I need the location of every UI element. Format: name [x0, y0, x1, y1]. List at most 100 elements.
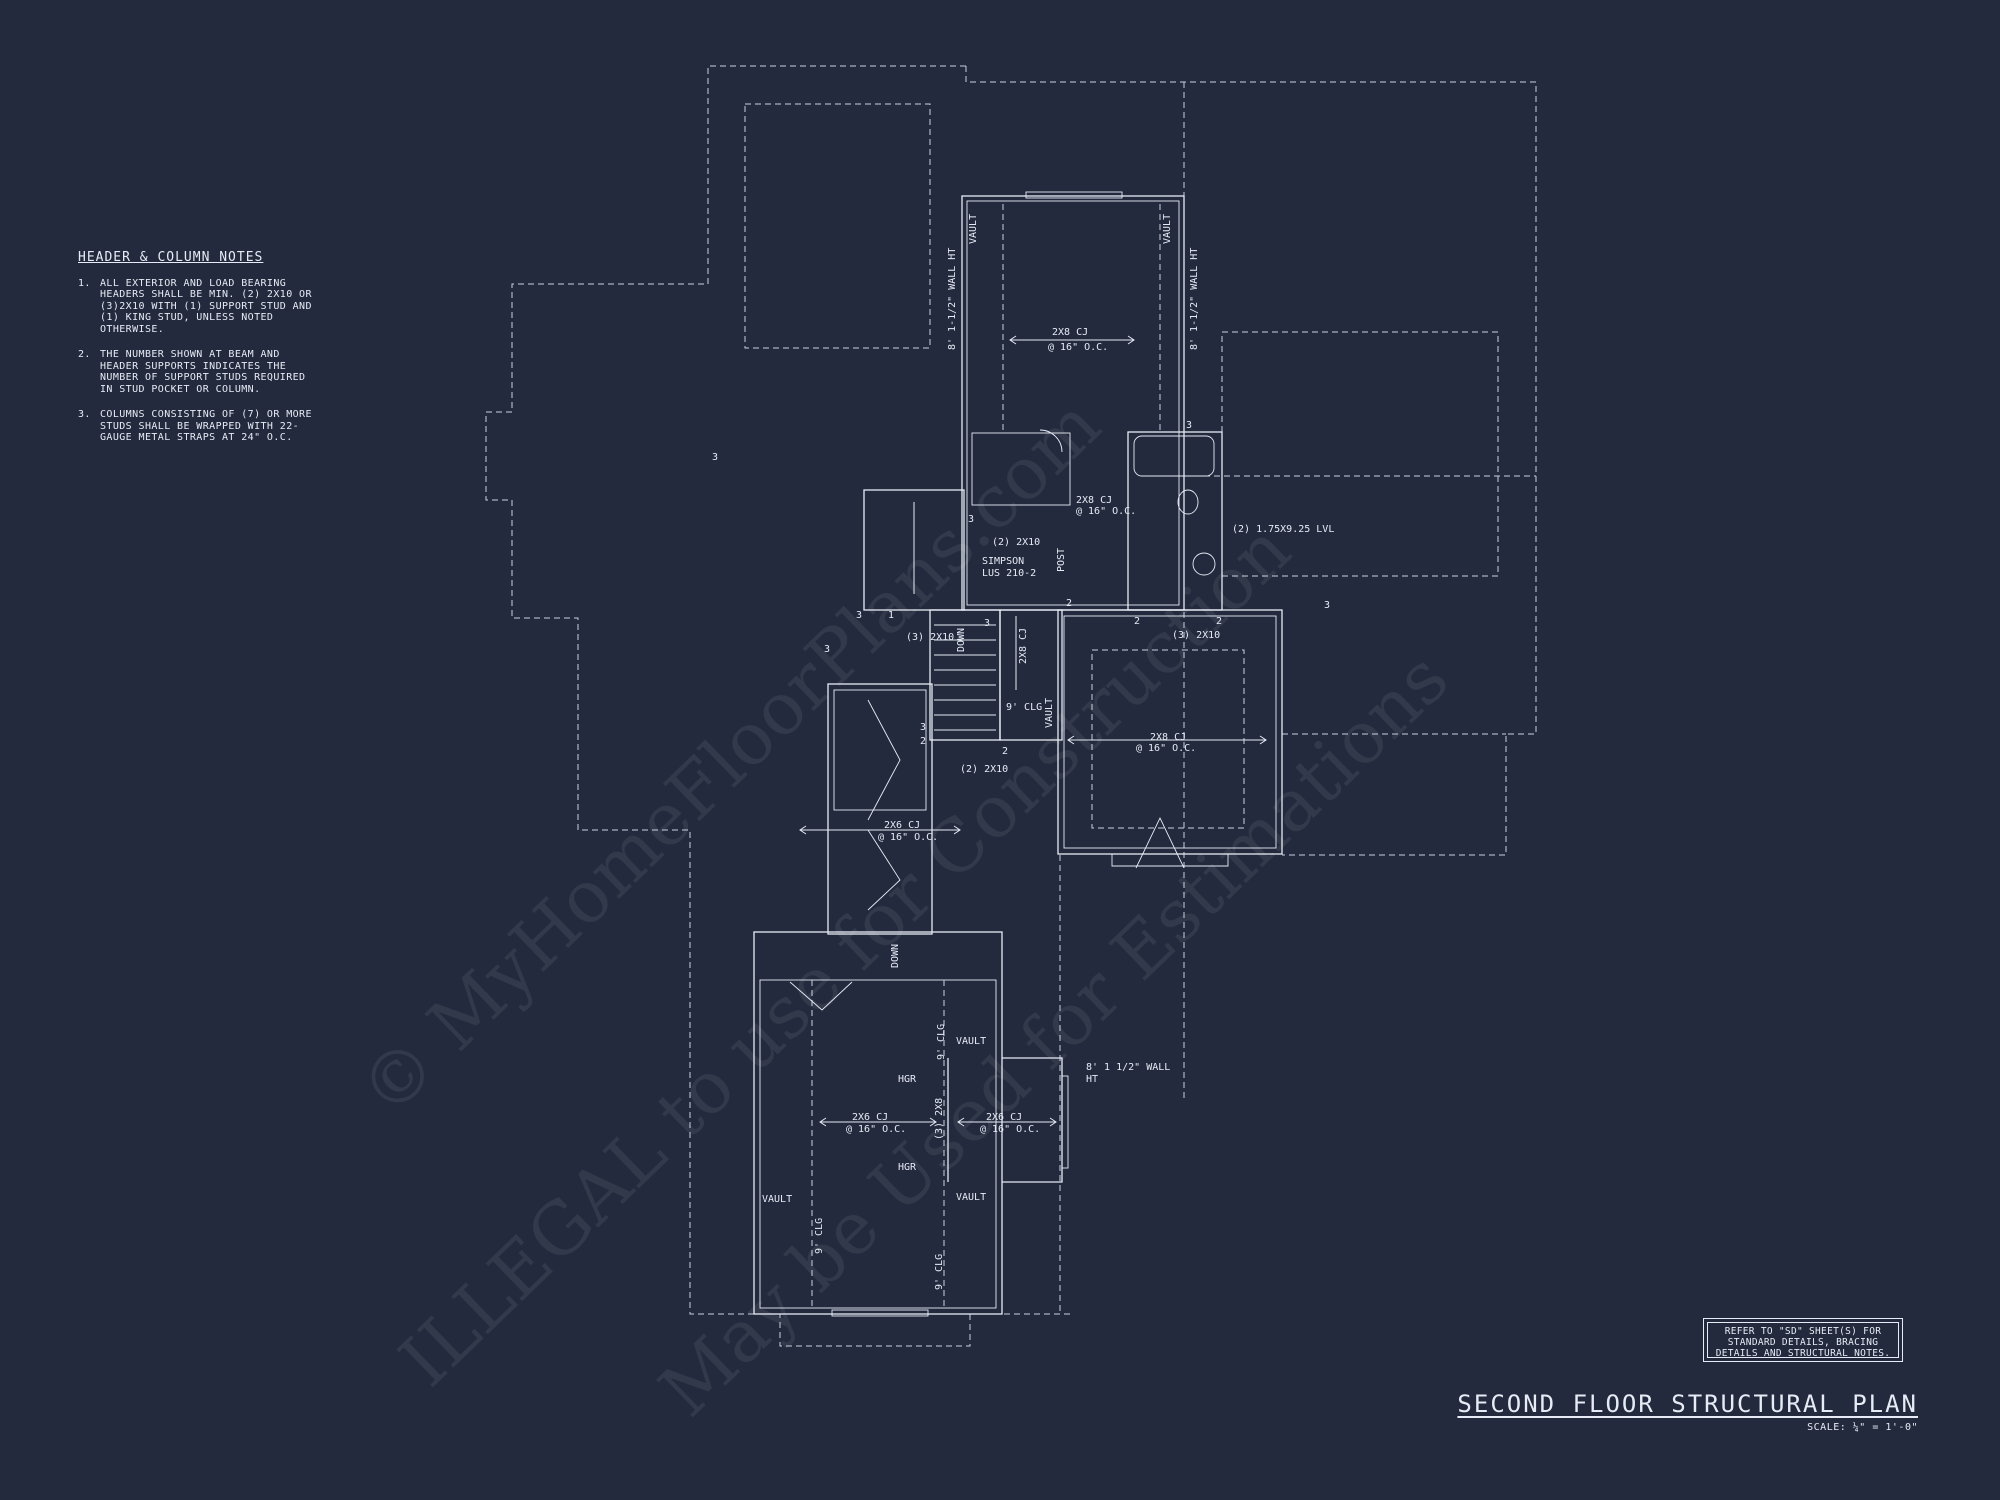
- label-lus: LUS 210-2: [982, 568, 1036, 579]
- note-item: 3. COLUMNS CONSISTING OF (7) OR MORE STU…: [78, 409, 318, 444]
- right-bedroom-ceiling: [1091, 649, 1245, 829]
- room-hallway-long: [827, 683, 933, 935]
- toilet: [1177, 489, 1199, 515]
- window-lower-bottom: [831, 1309, 929, 1317]
- header-column-notes: HEADER & COLUMN NOTES 1. ALL EXTERIOR AN…: [78, 250, 318, 458]
- joist-arrow: [957, 1117, 1057, 1127]
- stud-count: 2: [1216, 616, 1222, 627]
- stud-count: 2: [1066, 598, 1072, 609]
- sheet-title: SECOND FLOOR STRUCTURAL PLAN: [1457, 1390, 1918, 1418]
- label-ceiling: 9' CLG: [934, 1254, 945, 1290]
- stud-count: 3: [984, 618, 990, 629]
- stud-count: 2: [1134, 616, 1140, 627]
- label-spacing: @ 16" O.C.: [1136, 743, 1196, 754]
- room-hallway-inner: [833, 689, 927, 811]
- label-vault: VAULT: [762, 1194, 792, 1205]
- label-simpson: SIMPSON: [982, 556, 1024, 567]
- roof-outline-left: [485, 65, 1070, 1347]
- label-ceiling-joist: 2x6 CJ: [884, 820, 920, 831]
- joist-arrow: [1009, 335, 1135, 345]
- stud-count: 3: [920, 722, 926, 733]
- sink: [1192, 552, 1216, 576]
- stud-count: 3: [712, 452, 718, 463]
- label-beam: (3) 2x8: [934, 1098, 945, 1140]
- room-closet-mid: [999, 609, 1063, 741]
- label-header: (2) 2x10: [992, 537, 1040, 548]
- door-swing: [867, 829, 901, 911]
- label-ceiling-joist: 2x6 CJ: [986, 1112, 1022, 1123]
- label-vault: VAULT: [1044, 698, 1055, 728]
- label-header: (3) 2x10: [906, 632, 954, 643]
- note-number: 3.: [78, 409, 91, 420]
- label-ceiling: 9' CLG: [814, 1218, 825, 1254]
- label-hanger: HGR: [898, 1074, 917, 1085]
- room-right-bedroom: [1057, 609, 1283, 855]
- note-text: ALL EXTERIOR AND LOAD BEARING HEADERS SH…: [100, 277, 312, 335]
- label-ceiling-joist: 2x8 CJ: [1150, 732, 1186, 743]
- door-swing: [789, 981, 853, 1011]
- roof-outline-right: [965, 66, 1537, 856]
- note-text: COLUMNS CONSISTING OF (7) OR MORE STUDS …: [100, 409, 312, 443]
- stud-count: 3: [1324, 600, 1330, 611]
- stud-count: 2: [1002, 746, 1008, 757]
- roof-plane-upper-left: [744, 103, 931, 349]
- label-hanger: HGR: [898, 1162, 917, 1173]
- joist-arrow: [799, 825, 961, 835]
- stud-count: 3: [824, 644, 830, 655]
- label-vault: VAULT: [956, 1192, 986, 1203]
- roof-plane-right: [1221, 331, 1499, 577]
- label-ceiling-joist: 2x8 CJ: [1076, 495, 1112, 506]
- label-down: DOWN: [890, 944, 901, 968]
- bathtub: [1133, 435, 1215, 477]
- door-swing: [1135, 816, 1185, 869]
- label-wall-height: 8' 1-1/2" WALL HT: [1189, 248, 1200, 350]
- door-swing: [867, 699, 901, 821]
- note-item: 2. THE NUMBER SHOWN AT BEAM AND HEADER S…: [78, 349, 318, 395]
- room-right-bedroom-inner: [1063, 615, 1277, 849]
- room-lower-bonus: [753, 931, 1003, 1315]
- label-down: DOWN: [956, 628, 967, 652]
- joist-arrow: [1067, 735, 1267, 745]
- label-spacing: @ 16" O.C.: [846, 1124, 906, 1135]
- room-upper-bedroom-inner: [966, 200, 1180, 606]
- stair-treads: [934, 624, 996, 731]
- stud-count: 1: [888, 610, 894, 621]
- note-number: 1.: [78, 277, 91, 289]
- label-ceiling-joist: 2x8 CJ: [1018, 628, 1029, 664]
- room-bath: [1127, 431, 1223, 611]
- label-vault: VAULT: [956, 1036, 986, 1047]
- joist-arrow: [819, 1117, 937, 1127]
- label-header: (2) 2x10: [960, 764, 1008, 775]
- closet: [971, 432, 1071, 506]
- label-post: POST: [1056, 548, 1067, 572]
- label-spacing: @ 16" O.C.: [1048, 342, 1108, 353]
- notes-title: HEADER & COLUMN NOTES: [78, 250, 264, 265]
- window-upper: [1025, 191, 1123, 199]
- door-swing: [1039, 429, 1063, 453]
- stud-count: 3: [856, 610, 862, 621]
- stud-count: 3: [1186, 420, 1192, 431]
- label-vault: VAULT: [968, 214, 979, 244]
- note-text: THE NUMBER SHOWN AT BEAM AND HEADER SUPP…: [100, 349, 306, 395]
- label-spacing: @ 16" O.C.: [980, 1124, 1040, 1135]
- window-lower-right: [1061, 1075, 1069, 1169]
- label-ceiling-joist: 2x6 CJ: [852, 1112, 888, 1123]
- note-item: 1. ALL EXTERIOR AND LOAD BEARING HEADERS…: [78, 278, 318, 336]
- bay-window: [1111, 854, 1229, 867]
- label-wall-height: 8' 1 1/2" WALL: [1086, 1062, 1170, 1073]
- stud-count: 3: [968, 514, 974, 525]
- label-lvl: (2) 1.75x9.25 LVL: [1232, 524, 1334, 535]
- label-wall-height: 8' 1-1/2" WALL HT: [947, 248, 958, 350]
- label-header: (3) 2x10: [1172, 630, 1220, 641]
- note-number: 2.: [78, 349, 91, 360]
- label-ceiling: 9' CLG: [936, 1024, 947, 1060]
- label-vault: VAULT: [1162, 214, 1173, 244]
- stud-count: 2: [920, 736, 926, 747]
- reference-note: REFER TO "SD" SHEET(S) FOR STANDARD DETA…: [1703, 1318, 1903, 1362]
- label-spacing: @ 16" O.C.: [878, 832, 938, 843]
- room-lower-bonus-inner: [759, 979, 997, 1309]
- label-ceiling-joist: 2x8 CJ: [1052, 327, 1088, 338]
- label-ceiling: 9' CLG: [1006, 702, 1042, 713]
- sheet-scale: SCALE: ¼" = 1'-0": [1807, 1422, 1918, 1433]
